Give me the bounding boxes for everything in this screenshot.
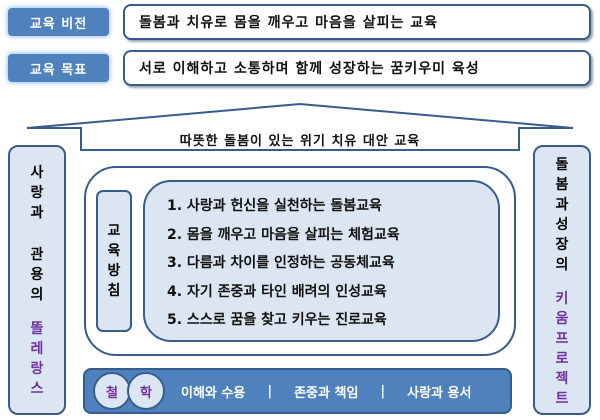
- char: 스: [30, 381, 44, 397]
- char: 침: [107, 283, 121, 299]
- philosophy-badge-1: 철: [93, 372, 131, 410]
- vision-text-box: 돌봄과 치유로 몸을 깨우고 마음을 살피는 교육: [123, 4, 591, 40]
- philosophy-value-2: 존중과 책임: [294, 385, 359, 401]
- vision-text: 돌봄과 치유로 몸을 깨우고 마음을 살피는 교육: [139, 15, 438, 31]
- char: 과: [555, 197, 569, 213]
- goal-text: 서로 이해하고 소통하며 함께 성장하는 꿈키우미 육성: [139, 61, 480, 77]
- policy-item-3: 3. 다름과 차이를 인정하는 공동체교육: [167, 255, 395, 271]
- char: 로: [555, 351, 569, 367]
- right-pillar: 돌 봄 과 성 장 의 키 움 프 로 젝 트: [533, 145, 591, 415]
- char: 트: [555, 391, 569, 407]
- goal-text-box: 서로 이해하고 소통하며 함께 성장하는 꿈키우미 육성: [123, 50, 591, 86]
- char: 레: [30, 341, 44, 357]
- philosophy-value-3: 사랑과 용서: [407, 385, 472, 401]
- left-pillar-line1: 사 랑 과: [31, 163, 44, 223]
- philosophy-separator: |: [380, 383, 386, 399]
- philosophy-value-1: 이해와 수용: [181, 385, 246, 401]
- policy-item-1: 1. 사랑과 헌신을 실천하는 돌봄교육: [167, 198, 382, 214]
- policy-item-4: 4. 자기 존중과 타인 배려의 인성교육: [167, 283, 387, 300]
- char: 프: [555, 331, 569, 347]
- char: 과: [30, 205, 44, 221]
- philosophy-separator: |: [267, 383, 273, 399]
- char: 교: [107, 223, 121, 239]
- char: 방: [107, 263, 121, 279]
- char: 장: [555, 237, 569, 253]
- roof-text: 따뜻한 돌봄이 있는 위기 치유 대안 교육: [179, 133, 421, 149]
- policy-list: 1. 사랑과 헌신을 실천하는 돌봄교육 2. 몸을 깨우고 마음을 살피는 체…: [143, 180, 500, 342]
- char: 성: [555, 217, 569, 233]
- left-pillar: 사 랑 과 관 용 의 똘 레 랑 스: [8, 145, 66, 415]
- char: 랑: [30, 185, 44, 201]
- char: 젝: [555, 371, 569, 387]
- roof-shape: [26, 102, 574, 151]
- philosophy-badge-2: 학: [127, 372, 165, 410]
- right-pillar-highlight: 키 움 프 로 젝 트: [556, 289, 569, 409]
- philosophy-bar: 철 학 이해와 수용 | 존중과 책임 | 사랑과 용서: [83, 368, 512, 414]
- char: 랑: [30, 361, 44, 377]
- char: 똘: [30, 321, 44, 337]
- left-pillar-line2: 관 용 의: [31, 245, 44, 305]
- char: 의: [30, 287, 44, 303]
- char: 의: [555, 257, 569, 273]
- policy-item-5: 5. 스스로 꿈을 찾고 키우는 진로교육: [167, 312, 387, 328]
- vision-label: 교육 비전: [8, 8, 109, 36]
- char: 사: [30, 165, 44, 181]
- right-pillar-line1: 돌 봄 과 성 장 의: [556, 155, 569, 275]
- left-pillar-highlight: 똘 레 랑 스: [31, 319, 44, 399]
- char: 용: [30, 267, 44, 283]
- policy-label: 교 육 방 침: [96, 190, 132, 332]
- policy-item-2: 2. 몸을 깨우고 마음을 살피는 체험교육: [167, 226, 400, 243]
- char: 키: [555, 291, 569, 307]
- char: 관: [30, 247, 44, 263]
- char: 육: [107, 243, 121, 259]
- char: 봄: [555, 177, 569, 193]
- char: 움: [555, 311, 569, 327]
- char: 돌: [555, 157, 569, 173]
- goal-label: 교육 목표: [8, 54, 109, 82]
